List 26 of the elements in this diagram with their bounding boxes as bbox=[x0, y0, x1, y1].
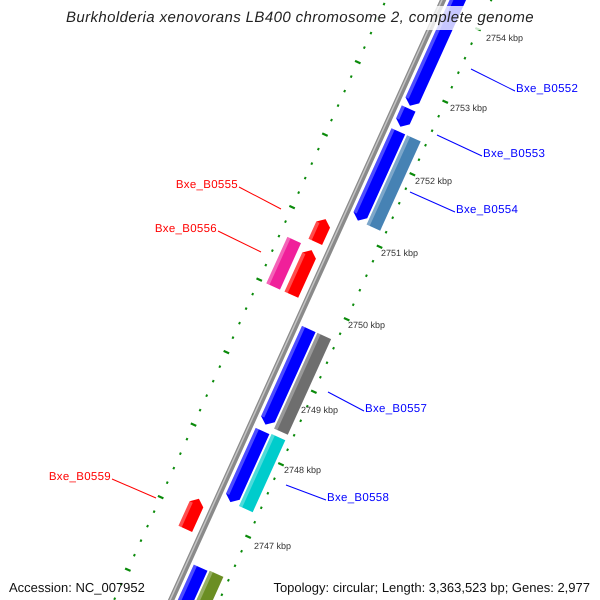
leader-line bbox=[328, 392, 364, 412]
position-label: 2754 kbp bbox=[486, 33, 524, 44]
leader-line bbox=[410, 192, 456, 212]
leader-line bbox=[436, 134, 482, 156]
gene-label: Bxe_B0554 bbox=[456, 203, 518, 217]
leader-line bbox=[218, 230, 262, 252]
gene-label: Bxe_B0559 bbox=[48, 470, 111, 484]
gene-label: Bxe_B0558 bbox=[327, 491, 390, 505]
position-label: 2749 kbp bbox=[301, 405, 338, 416]
gene-label: Bxe_B0552 bbox=[516, 82, 578, 96]
gene-label: Bxe_B0556 bbox=[154, 222, 217, 236]
position-label: 2752 kbp bbox=[415, 176, 452, 187]
position-label: 2751 kbp bbox=[381, 248, 418, 259]
gene-label: Bxe_B0557 bbox=[365, 402, 428, 416]
leader-line bbox=[238, 186, 282, 210]
genome-info-text: Topology: circular; Length: 3,363,523 bp; Genes: 2,977 bbox=[273, 580, 590, 596]
position-label: 2748 kbp bbox=[284, 465, 322, 476]
accession-text: Accession: NC_007952 bbox=[9, 580, 145, 596]
gene-label: Bxe_B0553 bbox=[483, 147, 546, 161]
position-label: 2753 kbp bbox=[450, 103, 488, 114]
leader-line bbox=[112, 478, 156, 498]
position-label: 2750 kbp bbox=[348, 320, 386, 331]
leader-line bbox=[470, 68, 516, 92]
leader-line bbox=[286, 484, 326, 500]
position-label: 2747 kbp bbox=[254, 541, 292, 552]
gene-label: Bxe_B0555 bbox=[176, 178, 238, 192]
